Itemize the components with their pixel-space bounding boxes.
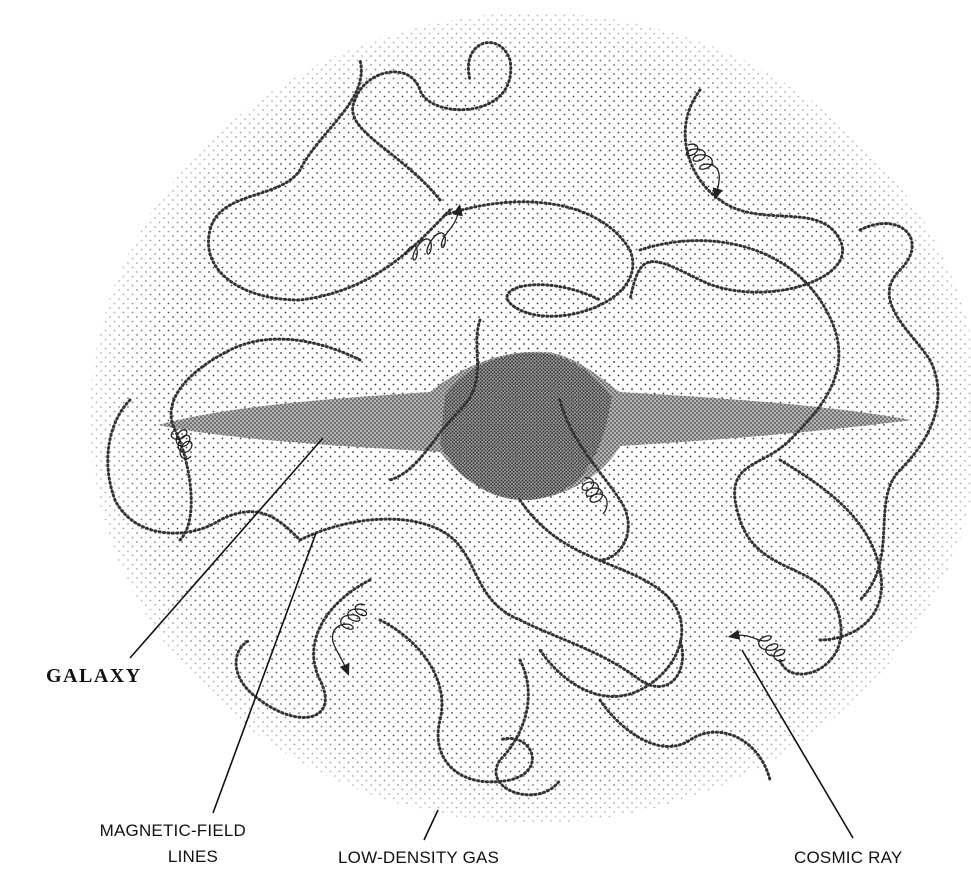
galaxy-label: GALAXY	[46, 665, 142, 687]
low-density-gas-leader	[424, 810, 438, 840]
low-density-gas-label: LOW-DENSITY GAS	[338, 848, 499, 867]
magnetic-field-label-line2: LINES	[168, 847, 218, 866]
cosmic-ray-label: COSMIC RAY	[794, 848, 902, 867]
magnetic-field-label-line1: MAGNETIC-FIELD	[100, 821, 246, 840]
